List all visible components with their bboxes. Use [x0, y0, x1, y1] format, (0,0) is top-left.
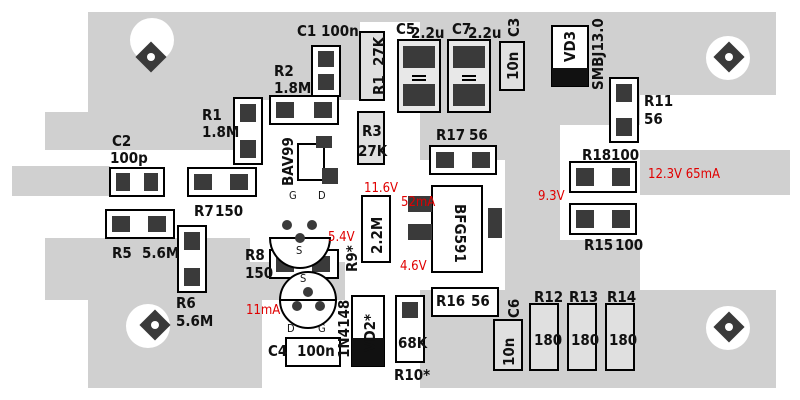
silkscreen-labels: C1 100n R1 27K C5 2.2u C7 2.2u C3 10n VD… — [110, 18, 673, 384]
label-r16-value: 56 — [471, 292, 490, 310]
label-r5-ref: R5 — [112, 244, 132, 262]
label-r18-ref: R18 — [582, 146, 611, 164]
footprint-bfg591 — [431, 185, 483, 273]
label-r11-ref: R11 — [644, 92, 673, 110]
jfet-1 — [268, 220, 332, 269]
label-r9-value: 2.2M — [368, 217, 386, 254]
label-r14-value: 180 — [609, 331, 637, 349]
label-vd2-ref: VD2* — [361, 314, 379, 352]
label-r7-ref: R7 — [194, 202, 214, 220]
footprint-r3 — [357, 111, 385, 165]
label-jfet1-drain: D — [318, 189, 326, 202]
label-c7-ref: C7 — [452, 20, 471, 38]
label-c2-ref: C2 — [112, 132, 131, 150]
measure-9-3v: 9.3V — [538, 189, 565, 204]
copper-right-mid — [505, 105, 640, 300]
measure-12-3v-65ma: 12.3V 65mA — [648, 167, 720, 182]
label-vd2-value: 1N4148 — [335, 300, 353, 358]
label-r12-ref: R12 — [534, 288, 563, 306]
label-c6-ref: C6 — [505, 299, 523, 318]
copper-rf-line — [12, 166, 110, 196]
footprints — [105, 25, 639, 371]
mounting-hole-bottom-left — [139, 309, 171, 341]
label-jfet2-gate: G — [318, 322, 326, 335]
label-r17-value: 56 — [469, 126, 488, 144]
label-r13-value: 180 — [571, 331, 599, 349]
label-c5-ref: C5 — [396, 20, 415, 38]
label-r14-ref: R14 — [607, 288, 636, 306]
label-c7-value: 2.2u — [468, 24, 502, 42]
footprint-r1-27k — [359, 31, 385, 101]
footprint-r12 — [529, 303, 559, 371]
label-r8-value: 150 — [245, 264, 273, 282]
label-r18-value: 100 — [611, 146, 639, 164]
label-jfet1-source: S — [296, 244, 302, 257]
label-c6-value: 10n — [500, 338, 518, 366]
label-r17-ref: R17 — [436, 126, 465, 144]
mounting-hole-top-right — [713, 41, 745, 73]
footprint-c6 — [493, 319, 523, 371]
label-c2-value: 100p — [110, 149, 148, 167]
label-r11-value: 56 — [644, 110, 663, 128]
footprint-bav99 — [297, 143, 325, 181]
label-vd3-value: SMBJ13.0 — [589, 18, 607, 90]
label-jfet1-gate: G — [289, 189, 297, 202]
measure-4-6v: 4.6V — [400, 259, 427, 274]
label-r1-value: 1.8M — [202, 123, 239, 141]
footprint-r14 — [605, 303, 635, 371]
label-r9-ref: R9* — [343, 245, 361, 272]
label-c4-ref: C4 — [268, 342, 287, 360]
label-r6-ref: R6 — [176, 294, 196, 312]
footprint-r13 — [567, 303, 597, 371]
footprint-c4 — [285, 337, 341, 367]
label-r2-ref: R2 — [274, 62, 294, 80]
mounting-hole-top-left — [135, 41, 167, 73]
label-jfet2-drain: D — [287, 322, 295, 335]
footprint-c3 — [499, 41, 525, 91]
label-r16-ref: R16 — [436, 292, 465, 310]
label-c4-value: 100n — [297, 342, 335, 360]
label-bfg591: BFG591 — [451, 204, 469, 263]
label-r1b-ref: R1 — [370, 75, 388, 95]
label-r7-value: 150 — [215, 202, 243, 220]
footprint-r9 — [361, 195, 391, 263]
label-vd3-ref: VD3 — [561, 31, 579, 62]
label-r8-ref: R8 — [245, 246, 265, 264]
jfet-2 — [278, 271, 338, 329]
label-r10-ref: R10* — [394, 366, 430, 384]
label-c3-value: 10n — [504, 52, 522, 80]
label-r5-value: 5.6M — [142, 244, 179, 262]
measure-11-6v: 11.6V — [364, 181, 398, 196]
measure-52ma: 52mA — [401, 195, 435, 210]
label-r6-value: 5.6M — [176, 312, 213, 330]
label-r10-value: 68K — [398, 334, 428, 352]
label-c1-value: 100n — [321, 22, 359, 40]
label-r1b-value: 27K — [370, 36, 388, 66]
footprint-r16 — [431, 287, 499, 317]
label-r13-ref: R13 — [569, 288, 598, 306]
label-c1-ref: C1 — [297, 22, 316, 40]
label-r15-value: 100 — [615, 236, 643, 254]
measurements: 11.6V 5.4V 4.6V 9.3V 12.3V 65mA 52mA 11m… — [246, 167, 720, 318]
label-c3-ref: C3 — [505, 18, 523, 37]
label-jfet2-source: S — [300, 272, 306, 285]
measure-5-4v: 5.4V — [328, 230, 355, 245]
label-r3-value: 27K — [358, 142, 388, 160]
label-bav99: BAV99 — [279, 137, 297, 186]
label-r2-value: 1.8M — [274, 79, 311, 97]
copper-output-strip — [640, 150, 790, 195]
label-r12-value: 180 — [534, 331, 562, 349]
mounting-hole-bottom-right — [713, 311, 745, 343]
label-c5-value: 2.2u — [411, 24, 445, 42]
label-r15-ref: R15 — [584, 236, 613, 254]
measure-11ma: 11mA — [246, 303, 280, 318]
label-r1-ref: R1 — [202, 106, 222, 124]
label-r3-ref: R3 — [362, 122, 382, 140]
